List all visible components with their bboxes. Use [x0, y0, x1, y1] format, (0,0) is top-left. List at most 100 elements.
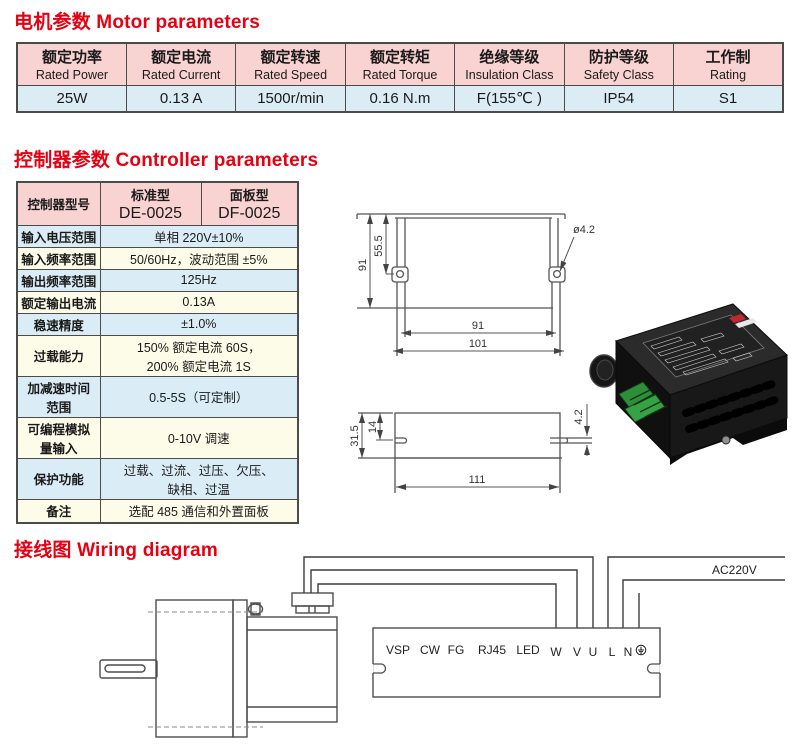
- motor-section-title: 电机参数 Motor parameters: [14, 7, 260, 34]
- right-notch: [646, 663, 660, 674]
- front-hole-offset-dim: 55.5: [373, 235, 385, 256]
- controller-title-zh: 控制器参数: [14, 150, 111, 171]
- wire-w: [317, 583, 557, 628]
- row-value: 选配 485 通信和外置面板: [99, 498, 299, 524]
- wires: [303, 556, 785, 628]
- table-row: 加减速时间 范围 0.5-5S（可定制）: [16, 375, 299, 418]
- side-length-dim: 111: [469, 474, 486, 486]
- gearbox: [155, 599, 234, 738]
- row-label: 输出频率范围: [16, 268, 101, 292]
- terminal-fg: FG: [448, 643, 465, 657]
- terminal-w: W: [550, 645, 562, 659]
- motor-value-rating: S1: [673, 84, 784, 113]
- left-notch: [373, 663, 387, 674]
- terminal-u: U: [589, 645, 598, 659]
- motor-drawing: [99, 592, 338, 738]
- wiring-title-en: Wiring diagram: [77, 540, 219, 561]
- side-tab-offset-dim: 14: [367, 421, 379, 433]
- terminal-v: V: [573, 645, 581, 659]
- row-label: 保护功能: [16, 457, 101, 500]
- table-row: 额定输出电流 0.13A: [16, 290, 299, 314]
- row-value: 0.13A: [99, 290, 299, 314]
- terminal-block: [618, 381, 668, 423]
- power-label: AC220V: [712, 563, 757, 577]
- side-tab-thickness-dim: 4.2: [573, 409, 585, 424]
- motor-table-value-row: 25W 0.13 A 1500r/min 0.16 N.m F(155℃ ) I…: [16, 84, 784, 113]
- row-label: 稳速精度: [16, 312, 101, 336]
- wire-v: [310, 569, 578, 628]
- row-label: 加减速时间 范围: [16, 375, 101, 418]
- controller-header-row: 控制器型号 标准型 DE-0025 面板型 DF-0025: [16, 181, 299, 226]
- motor-value-safety-class: IP54: [563, 84, 675, 113]
- front-height-dim: 91: [357, 259, 369, 271]
- motor-value-rated-power: 25W: [16, 84, 127, 113]
- motor-value-rated-torque: 0.16 N.m: [344, 84, 456, 113]
- table-row: 保护功能 过载、过流、过压、欠压、 缺相、过温: [16, 457, 299, 500]
- motor-value-rated-speed: 1500r/min: [235, 84, 346, 113]
- row-value: 单相 220V±10%: [99, 224, 299, 248]
- front-view-dimension-drawing: 91 55.5 91 101 ø4.2: [356, 213, 595, 356]
- front-inner-span-dim: 91: [472, 320, 484, 332]
- controller-product-photo: [589, 303, 788, 465]
- row-value: 150% 额定电流 60S， 200% 额定电流 1S: [99, 334, 299, 377]
- wire-l: [607, 556, 785, 628]
- row-label: 过载能力: [16, 334, 101, 377]
- motor-shaft: [99, 659, 158, 679]
- centerlines: [148, 611, 263, 728]
- row-value: 125Hz: [99, 268, 299, 292]
- controller-model-label: 控制器型号: [16, 181, 101, 226]
- product-label: [642, 314, 765, 378]
- motor-value-rated-current: 0.13 A: [125, 84, 237, 113]
- terminal-cw: CW: [420, 643, 441, 657]
- row-value: 50/60Hz，波动范围 ±5%: [99, 246, 299, 270]
- controller-panel-model: 面板型 DF-0025: [200, 181, 299, 226]
- side-height-dim: 31.5: [349, 425, 361, 446]
- row-value: 0.5-5S（可定制）: [99, 375, 299, 418]
- table-row: 稳速精度 ±1.0%: [16, 312, 299, 336]
- wire-n: [622, 579, 785, 628]
- row-label: 额定输出电流: [16, 290, 101, 314]
- table-row: 输出频率范围 125Hz: [16, 268, 299, 292]
- table-row: 可编程模拟 量输入 0-10V 调速: [16, 416, 299, 459]
- table-row: 备注 选配 485 通信和外置面板: [16, 498, 299, 524]
- row-value: 0-10V 调速: [99, 416, 299, 459]
- front-outer-span-dim: 101: [469, 338, 487, 350]
- terminal-vsp: VSP: [386, 643, 410, 657]
- table-row: 过载能力 150% 额定电流 60S， 200% 额定电流 1S: [16, 334, 299, 377]
- row-value: ±1.0%: [99, 312, 299, 336]
- motor-connector: [291, 592, 334, 607]
- wiring-diagram: AC220V VSP CW FG RJ45 LED W V U L N: [99, 556, 785, 738]
- row-label: 可编程模拟 量输入: [16, 416, 101, 459]
- mounting-flange: [670, 418, 787, 465]
- vent-holes: [682, 379, 782, 433]
- motor-value-insulation-class: F(155℃ ): [454, 84, 565, 113]
- table-row: 输入电压范围 单相 220V±10%: [16, 224, 299, 248]
- wiring-title-zh: 接线图: [14, 540, 72, 561]
- front-hole-dia-dim: ø4.2: [573, 224, 595, 236]
- table-row: 输入频率范围 50/60Hz，波动范围 ±5%: [16, 246, 299, 270]
- brand-logo-icon: [729, 314, 746, 323]
- terminal-n: N: [624, 645, 633, 659]
- controller-box-drawing: [370, 627, 663, 698]
- terminal-l: L: [609, 645, 616, 659]
- row-label: 输入电压范围: [16, 224, 101, 248]
- motor-title-en: Motor parameters: [96, 12, 260, 33]
- motor-title-zh: 电机参数: [14, 12, 91, 33]
- screw-icon: [721, 435, 731, 445]
- row-value: 过载、过流、过压、欠压、 缺相、过温: [99, 457, 299, 500]
- controller-title-en: Controller parameters: [115, 150, 319, 171]
- terminal-led: LED: [516, 643, 540, 657]
- controller-standard-model: 标准型 DE-0025: [99, 181, 202, 226]
- controller-section-title: 控制器参数 Controller parameters: [14, 145, 318, 172]
- side-view-dimension-drawing: 31.5 14 4.2 111: [349, 404, 592, 493]
- row-label: 输入频率范围: [16, 246, 101, 270]
